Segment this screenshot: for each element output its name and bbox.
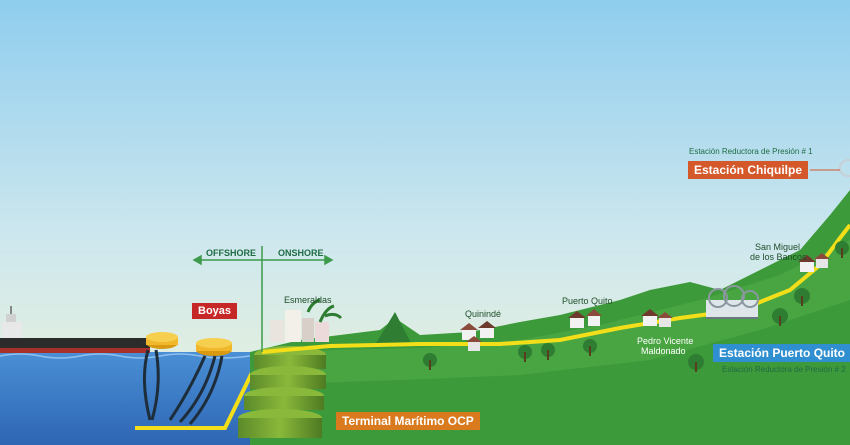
- offshore-label: OFFSHORE: [206, 248, 257, 258]
- pedro-vicente-houses: [641, 309, 673, 327]
- pressure-station-2: [706, 285, 759, 319]
- esmeraldas-buildings: [270, 298, 343, 342]
- trees: [423, 241, 849, 372]
- puerto-quito-houses: [568, 309, 602, 328]
- town-pedro-vicente-line1: Pedro Vicente: [637, 336, 694, 346]
- buoy-1: [146, 332, 178, 349]
- puerto-quito-station-callout: Estación Puerto Quito: [713, 344, 850, 362]
- subsea-hoses: [142, 349, 224, 425]
- sea-waves: [0, 353, 251, 359]
- buoy-2: [196, 338, 232, 356]
- mountain: [375, 312, 412, 345]
- land: [250, 190, 850, 445]
- chiquilpe-station: [810, 159, 850, 177]
- reductora-2-label: Estación Reductora de Presión # 2: [722, 365, 846, 374]
- town-san-miguel-line2: de los Bancos: [750, 252, 807, 262]
- sea: [0, 352, 250, 445]
- terminal-callout: Terminal Marítimo OCP: [336, 412, 480, 430]
- land-highlight: [255, 240, 850, 385]
- town-san-miguel-line1: San Miguel: [755, 242, 801, 252]
- town-pedro-vicente-line2: Maldonado: [641, 346, 686, 356]
- boyas-callout: Boyas: [192, 303, 238, 319]
- san-miguel-houses: [798, 253, 830, 272]
- town-puerto-quito: Puerto Quito: [562, 296, 613, 306]
- pipeline-offshore: [135, 351, 264, 430]
- town-esmeraldas: Esmeraldas: [284, 295, 332, 305]
- reductora-1-label: Estación Reductora de Presión # 1: [689, 147, 813, 156]
- offshore-onshore-arrows: [192, 246, 334, 352]
- quininde-houses: [460, 321, 496, 351]
- town-quininde: Quinindé: [465, 309, 502, 319]
- onshore-label: ONSHORE: [278, 248, 324, 258]
- chiquilpe-callout: Estación Chiquilpe: [688, 161, 809, 179]
